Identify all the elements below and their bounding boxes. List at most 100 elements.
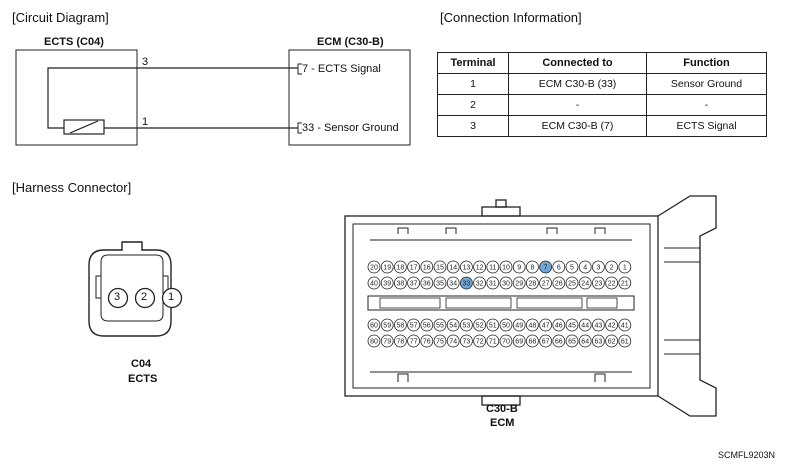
ecm-pin: [539, 334, 552, 348]
function-cell: -: [646, 94, 767, 116]
ecm-pin: [526, 276, 539, 290]
ecm-pin: [367, 260, 381, 274]
ecm-pin-number: 55: [436, 322, 444, 329]
ecm-caption-id: C30-B: [486, 403, 518, 415]
ecm-pin-number: 9: [517, 264, 521, 271]
connected-to-cell: -: [508, 94, 647, 116]
ecm-pin: [499, 334, 513, 348]
c04-pin-label: 3: [114, 291, 121, 303]
ecm-pin-number: 6: [557, 264, 561, 271]
ecm-pin: [407, 334, 421, 348]
ecm-pin-number: 29: [515, 280, 523, 287]
ecm-pin-number: 26: [555, 280, 563, 287]
ecm-pin-number: 18: [397, 264, 405, 271]
ecm-pin: [499, 260, 513, 274]
table-row: 3 ECM C30-B (7) ECTS Signal: [437, 115, 767, 137]
ecm-pin-number: 63: [595, 338, 603, 345]
ecm-pin-number: 70: [502, 338, 510, 345]
ecm-pin-number: 20: [370, 264, 378, 271]
ecm-pin: [393, 276, 407, 290]
ecm-pin: [512, 276, 526, 290]
ecm-pin-number: 62: [608, 338, 616, 345]
ecm-pin-number: 71: [489, 338, 497, 345]
ecm-pin: [486, 276, 500, 290]
ecm-pin-number: 5: [570, 264, 574, 271]
column-header-function: Function: [646, 52, 767, 74]
ecm-pin: [539, 276, 552, 290]
ecm-pin-number: 49: [515, 322, 523, 329]
ecm-pin: [380, 260, 394, 274]
ecm-pin: [618, 260, 632, 274]
ecm-pin-number: 58: [397, 322, 405, 329]
ecm-pin-number: 8: [530, 264, 534, 271]
ects-box: [15, 49, 138, 146]
ecm-connector-body: [344, 195, 717, 417]
table-row: 1 ECM C30-B (33) Sensor Ground: [437, 73, 767, 95]
ecm-pin: [605, 318, 618, 332]
ecm-pin-number: 2: [610, 264, 614, 271]
ecm-pin-number: 61: [621, 338, 629, 345]
c04-caption-id: C04: [131, 358, 152, 370]
function-cell: Sensor Ground: [646, 73, 767, 95]
terminal-cell: 2: [437, 94, 509, 116]
function-cell: ECTS Signal: [646, 115, 767, 137]
ecm-terminal-bracket: [297, 63, 302, 75]
ecm-pin-number: 79: [383, 338, 391, 345]
ecm-pin-number: 51: [489, 322, 497, 329]
ecm-pin: [459, 260, 473, 274]
ecm-pin-33-label: 33 - Sensor Ground: [302, 122, 399, 134]
ecm-pin: [592, 260, 605, 274]
c04-caption-name: ECTS: [128, 373, 158, 385]
ecm-pin: [420, 318, 434, 332]
ecm-pin: [380, 334, 394, 348]
ecm-pin: [407, 276, 421, 290]
figure-code: SCMFL9203N: [718, 450, 776, 460]
ecm-pin: [552, 260, 566, 274]
ecm-pin: [459, 318, 473, 332]
ecm-pin-number: 48: [529, 322, 537, 329]
terminal-cell: 1: [437, 73, 509, 95]
ecm-pin-number: 19: [383, 264, 391, 271]
ecm-pin-number: 37: [410, 280, 418, 287]
ecm-pin-number: 50: [502, 322, 510, 329]
ecm-pin: [618, 334, 632, 348]
ecm-pin-number: 75: [436, 338, 444, 345]
ecm-pin: [565, 276, 579, 290]
ecm-pin-number: 33: [463, 280, 471, 287]
ecm-pin-number: 74: [449, 338, 457, 345]
ecm-pin: [433, 276, 447, 290]
circuit-diagram-header: [Circuit Diagram]: [12, 10, 109, 25]
ecm-pin-number: 77: [410, 338, 418, 345]
ecm-pin: [578, 334, 592, 348]
ecm-pin: [592, 276, 605, 290]
ecm-pin-number: 80: [370, 338, 378, 345]
ecm-pin: [592, 334, 605, 348]
ecm-pin-number: 42: [608, 322, 616, 329]
terminal-cell: 3: [437, 115, 509, 137]
ecm-pin-number: 46: [555, 322, 563, 329]
ecm-pin: [420, 260, 434, 274]
ecm-pin-7-label: 7 - ECTS Signal: [302, 63, 381, 75]
ecm-pin: [526, 334, 539, 348]
ecm-pin: [433, 318, 447, 332]
ecm-pin: [446, 318, 460, 332]
ecm-pin-number: 53: [463, 322, 471, 329]
ecm-pin-number: 41: [621, 322, 629, 329]
ecm-box: [288, 49, 411, 146]
ecm-pin-number: 45: [568, 322, 576, 329]
ecm-pin-number: 34: [449, 280, 457, 287]
ecm-pin: [407, 260, 421, 274]
ecm-pin-number: 72: [476, 338, 484, 345]
ecm-pin-number: 21: [621, 280, 629, 287]
column-header-connected-to: Connected to: [508, 52, 647, 74]
ecm-pin-number: 57: [410, 322, 418, 329]
ecm-pin: [420, 276, 434, 290]
ecm-pin: [486, 318, 500, 332]
ecm-pin: [512, 318, 526, 332]
ecm-pin: [565, 334, 579, 348]
ecm-pin-number: 76: [423, 338, 431, 345]
ecm-pin-number: 15: [436, 264, 444, 271]
ecm-pin-number: 7: [544, 264, 548, 271]
ecm-pin-number: 36: [423, 280, 431, 287]
